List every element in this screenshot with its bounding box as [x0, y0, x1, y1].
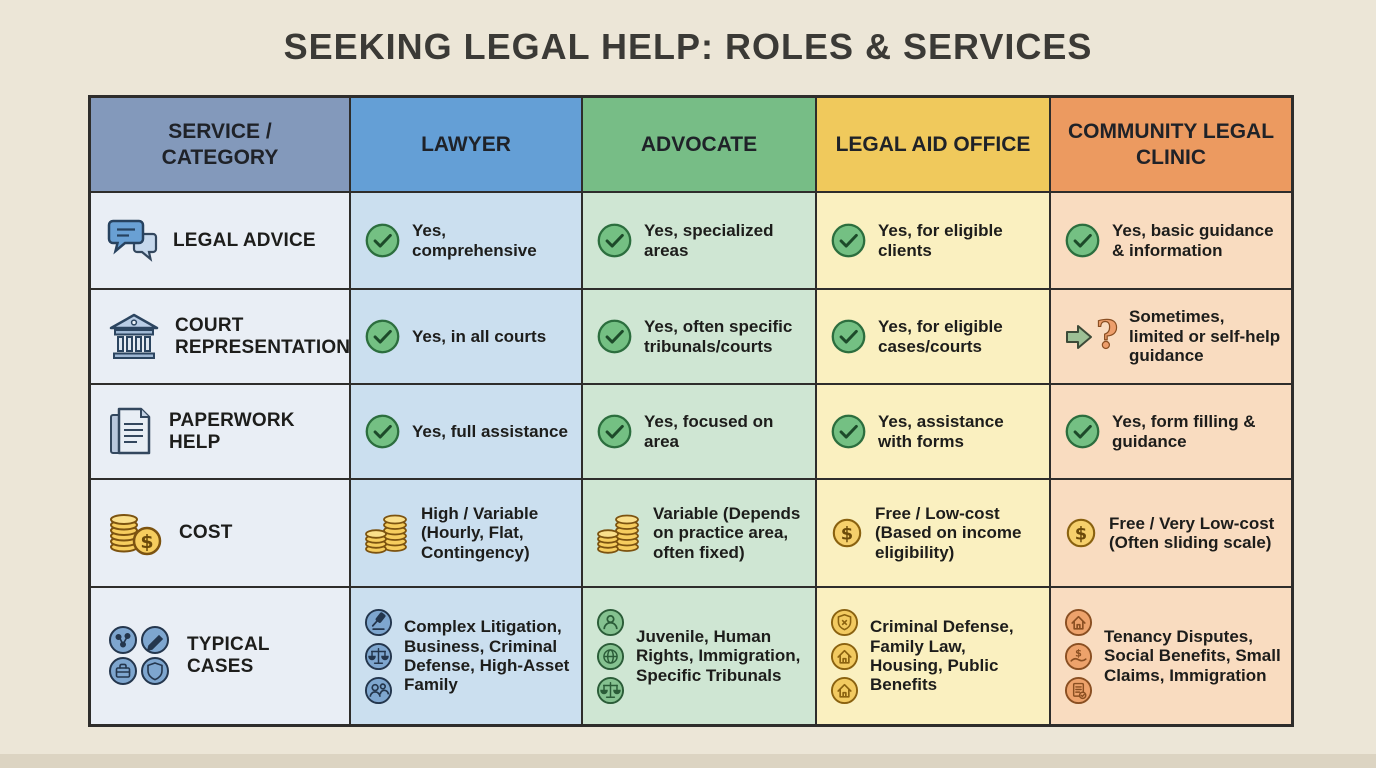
check-icon	[596, 413, 633, 450]
scales-icon	[364, 642, 393, 671]
house-icon	[830, 676, 859, 705]
svg-text:?: ?	[1096, 315, 1118, 357]
dollar-coin-icon: $	[1064, 516, 1098, 550]
row-header-legal-advice: LEGAL ADVICE	[90, 192, 350, 289]
row-header-cost: $ COST	[90, 479, 350, 587]
documents-icon	[107, 407, 155, 457]
shield-x-icon	[830, 608, 859, 637]
cell-court-representation-lawyer: Yes, in all courts	[350, 289, 582, 384]
bottom-edge-strip	[0, 754, 1376, 768]
arrow-question-icon: ?	[1064, 315, 1118, 359]
svg-text:$: $	[1075, 648, 1082, 659]
svg-text:$: $	[841, 523, 853, 544]
cell-court-representation-clinic: ? Sometimes, limited or self-help guidan…	[1050, 289, 1292, 384]
gavel-icon	[364, 608, 393, 637]
row-header-court-representation: COURT REPRESENTATION	[90, 289, 350, 384]
cell-typical-cases-legal-aid: Criminal Defense, Family Law, Housing, P…	[816, 587, 1050, 725]
cell-typical-cases-advocate: Juvenile, Human Rights, Immigration, Spe…	[582, 587, 816, 725]
cell-paperwork-help-advocate: Yes, focused on area	[582, 384, 816, 479]
svg-text:$: $	[140, 531, 153, 553]
cell-paperwork-help-lawyer: Yes, full assistance	[350, 384, 582, 479]
check-icon	[596, 318, 633, 355]
check-icon	[830, 222, 867, 259]
people-icon	[364, 676, 393, 705]
row-header-typical-cases: TYPICAL CASES	[90, 587, 350, 725]
column-header-service-category: SERVICE / CATEGORY	[90, 97, 350, 192]
person-icon	[596, 608, 625, 637]
check-icon	[364, 413, 401, 450]
cell-typical-cases-clinic: $ Tenancy Disputes, Social Benefits, Sma…	[1050, 587, 1292, 725]
scales-icon	[596, 676, 625, 705]
cell-paperwork-help-clinic: Yes, form filling & guidance	[1050, 384, 1292, 479]
coins-dollar-icon: $	[107, 509, 165, 557]
cell-legal-advice-lawyer: Yes, comprehensive	[350, 192, 582, 289]
cell-cost-lawyer: High / Variable (Hourly, Flat, Contingen…	[350, 479, 582, 587]
cell-paperwork-help-legal-aid: Yes, assistance with forms	[816, 384, 1050, 479]
case-grid-icon	[107, 625, 173, 687]
globe-icon	[596, 642, 625, 671]
cell-legal-advice-advocate: Yes, specialized areas	[582, 192, 816, 289]
dollar-coin-icon: $	[830, 516, 864, 550]
coins-stack-icon	[364, 509, 410, 557]
cell-court-representation-advocate: Yes, often specific tribunals/courts	[582, 289, 816, 384]
coins-stack-icon	[596, 509, 642, 557]
check-icon	[364, 222, 401, 259]
cell-cost-clinic: $ Free / Very Low-cost (Often sliding sc…	[1050, 479, 1292, 587]
cell-legal-advice-legal-aid: Yes, for eligible clients	[816, 192, 1050, 289]
column-header-community-legal-clinic: COMMUNITY LEGAL CLINIC	[1050, 97, 1292, 192]
chat-bubbles-icon	[107, 218, 159, 264]
cell-legal-advice-clinic: Yes, basic guidance & information	[1050, 192, 1292, 289]
column-header-advocate: ADVOCATE	[582, 97, 816, 192]
courthouse-icon	[107, 313, 161, 361]
cell-court-representation-legal-aid: Yes, for eligible cases/courts	[816, 289, 1050, 384]
hand-dollar-icon: $	[1064, 642, 1093, 671]
check-icon	[830, 413, 867, 450]
cell-typical-cases-lawyer: Complex Litigation, Business, Criminal D…	[350, 587, 582, 725]
svg-text:$: $	[1075, 523, 1087, 544]
check-icon	[1064, 413, 1101, 450]
check-icon	[364, 318, 401, 355]
cell-cost-advocate: Variable (Depends on practice area, ofte…	[582, 479, 816, 587]
row-header-paperwork-help: PAPERWORK HELP	[90, 384, 350, 479]
column-header-lawyer: LAWYER	[350, 97, 582, 192]
check-icon	[830, 318, 867, 355]
comparison-table: SERVICE / CATEGORY LAWYER ADVOCATE LEGAL…	[88, 95, 1294, 727]
document-check-icon	[1064, 676, 1093, 705]
check-icon	[596, 222, 633, 259]
check-icon	[1064, 222, 1101, 259]
house-icon	[1064, 608, 1093, 637]
page-title: SEEKING LEGAL HELP: ROLES & SERVICES	[283, 26, 1093, 67]
house-icon	[830, 642, 859, 671]
cell-cost-legal-aid: $ Free / Low-cost (Based on income eligi…	[816, 479, 1050, 587]
column-header-legal-aid-office: LEGAL AID OFFICE	[816, 97, 1050, 192]
